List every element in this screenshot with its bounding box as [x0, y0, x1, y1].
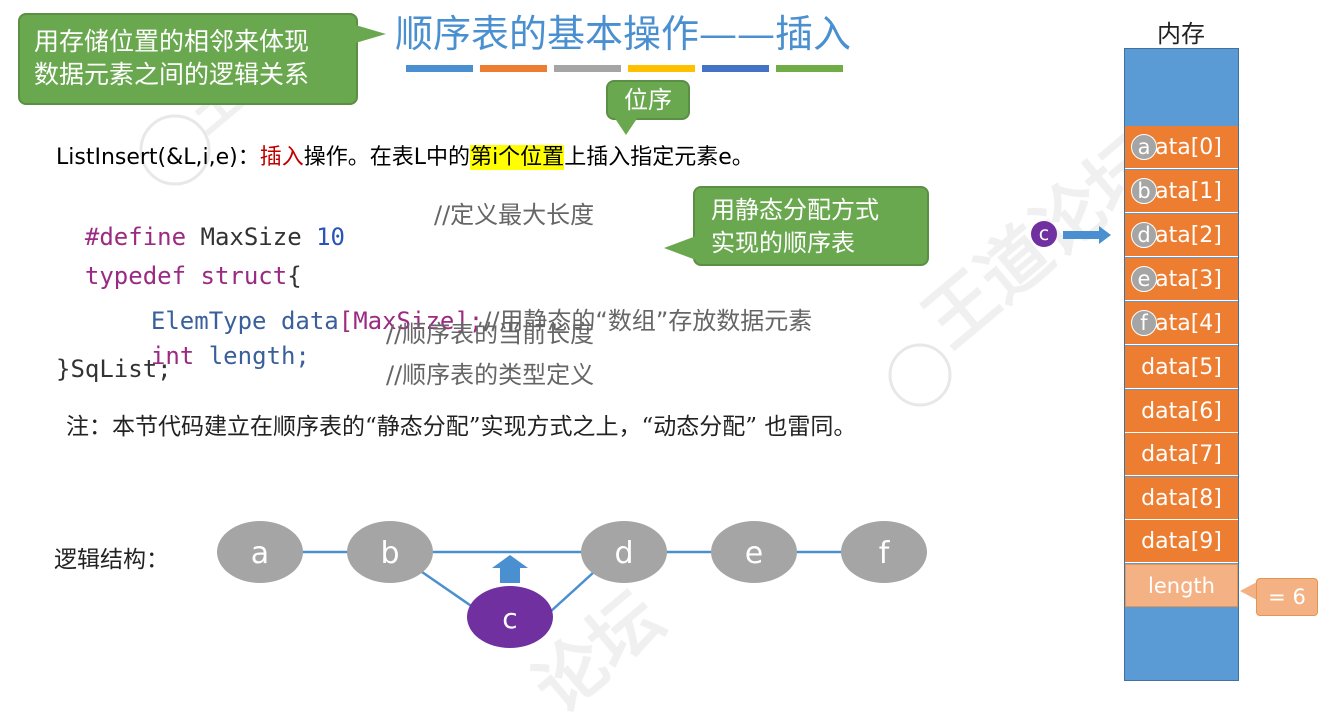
code-keyword: #define: [84, 223, 187, 251]
title-bar-3: [554, 65, 621, 72]
node-f: [841, 521, 927, 583]
note-text: 注：本节代码建立在顺序表的“静态分配”实现方式之上，“动态分配” 也雷同。: [66, 414, 857, 440]
code-line-1: #define MaxSize 10: [56, 195, 345, 251]
code-comment-4: //顺序表的当前长度: [386, 320, 595, 348]
slide-title: 顺序表的基本操作——插入: [395, 12, 852, 56]
node-f-label: f: [879, 536, 891, 571]
element-d-marker: d: [1131, 222, 1157, 248]
title-bar-1: [406, 65, 473, 72]
callout-storage-relation: 用存储位置的相邻来体现 数据元素之间的逻辑关系: [18, 13, 358, 105]
memory-cell: data[5]: [1125, 346, 1238, 389]
code-type: ElemType: [150, 307, 267, 335]
code-line-4: int length;: [122, 314, 310, 370]
memory-label: 内存: [1157, 20, 1205, 48]
code-comment-5: //顺序表的类型定义: [386, 361, 595, 389]
callout-line-2: 实现的顺序表: [711, 229, 855, 257]
callout-weixu: 位序: [606, 80, 690, 120]
code-line-3: ElemType data[MaxSize];//用静态的“数组”存放数据元素: [122, 273, 812, 336]
callout-line-2: 数据元素之间的逻辑关系: [34, 60, 310, 89]
node-a-label: a: [251, 536, 269, 571]
logic-structure-label: 逻辑结构：: [54, 547, 169, 573]
listinsert-signature: ListInsert(&L,i,e)：: [56, 145, 260, 170]
callout-line-1: 用静态分配方式: [711, 196, 879, 224]
node-a: [217, 521, 303, 583]
memory-cell: data[2]: [1125, 214, 1238, 257]
callout-line-1: 用存储位置的相邻来体现: [34, 27, 310, 56]
listinsert-suffix: 上插入指定元素e。: [564, 145, 754, 170]
length-value-callout: = 6: [1256, 578, 1318, 616]
code-array-size: [MaxSize];: [338, 307, 484, 335]
code-line-2: typedef struct{: [56, 234, 302, 290]
title-bar-4: [628, 65, 695, 72]
node-b: [347, 521, 433, 583]
code-brace: {: [287, 262, 302, 290]
code-keyword: typedef: [84, 262, 187, 290]
code-comment-3: //用静态的“数组”存放数据元素: [483, 307, 813, 335]
inserting-element-c: c: [1031, 221, 1057, 247]
code-field: data: [266, 307, 339, 335]
callout-tail: [614, 117, 638, 135]
listinsert-description: ListInsert(&L,i,e)：插入操作。在表L中的第i个位置上插入指定元…: [56, 139, 754, 171]
up-arrow-icon: [492, 555, 528, 583]
code-line-5: }SqList;: [56, 355, 172, 383]
memory-cell: data[7]: [1125, 433, 1238, 476]
code-comment-1: //定义最大长度: [434, 201, 595, 229]
callout-tail: [352, 24, 386, 44]
listinsert-insert-word: 插入: [259, 145, 304, 170]
node-d-label: d: [614, 536, 633, 571]
listinsert-middle: 操作。在表L中的: [303, 145, 471, 170]
memory-cell: data[8]: [1125, 477, 1238, 520]
edge-c-d: [549, 571, 595, 613]
listinsert-position-highlight: 第i个位置: [470, 145, 565, 170]
memory-cell: data[9]: [1125, 520, 1238, 563]
logic-structure-diagram: a b d e f c: [217, 521, 927, 648]
code-identifier: MaxSize: [186, 223, 317, 251]
element-f-marker: f: [1131, 310, 1157, 336]
callout-static-allocation: 用静态分配方式 实现的顺序表: [693, 186, 929, 266]
code-field: length;: [194, 342, 310, 370]
right-arrow-icon: [1063, 226, 1111, 244]
length-cell: length: [1125, 564, 1238, 607]
node-e: [711, 521, 797, 583]
callout-tail: [1240, 582, 1257, 600]
node-c-label: c: [502, 602, 517, 635]
code-type: int: [150, 342, 195, 370]
node-e-label: e: [745, 536, 763, 571]
code-number: 10: [316, 223, 346, 251]
node-d: [581, 521, 667, 583]
element-b-marker: b: [1131, 178, 1157, 204]
memory-cell: data[6]: [1125, 390, 1238, 433]
callout-tail: [664, 236, 696, 260]
title-bar-5: [702, 65, 769, 72]
title-bar-2: [480, 65, 547, 72]
node-c: [467, 586, 553, 648]
title-bar-6: [776, 65, 843, 72]
node-b-label: b: [380, 536, 399, 571]
code-keyword: struct: [186, 262, 288, 290]
element-e-marker: e: [1131, 266, 1157, 292]
element-a-marker: a: [1131, 134, 1157, 160]
